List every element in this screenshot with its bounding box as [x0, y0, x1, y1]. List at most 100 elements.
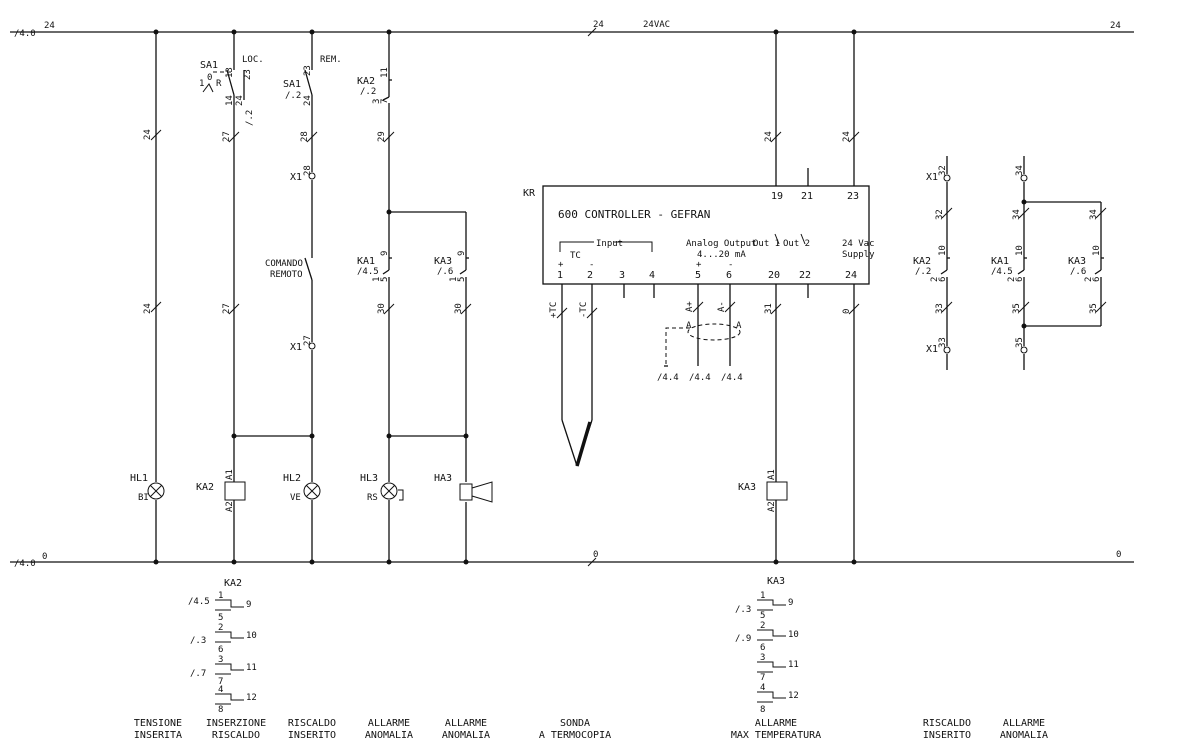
- coil-a2: A2: [767, 501, 777, 512]
- lamp-color: VE: [290, 493, 301, 503]
- terminal: 7: [380, 99, 390, 104]
- lamp-icon: [380, 482, 398, 500]
- thermocouple-probe-icon: [575, 421, 592, 467]
- footer-label: INSERITO: [923, 730, 971, 741]
- row-no: 10: [246, 631, 257, 641]
- row-com: 6: [218, 645, 223, 655]
- wire-label: 30: [454, 303, 464, 314]
- lamp-tag: HL1: [130, 473, 148, 484]
- relay-coil-icon: [224, 481, 246, 501]
- terminal: 3: [372, 99, 382, 104]
- terminal-24: 24: [845, 270, 857, 281]
- contact-row: /.7 3 7 11: [190, 655, 257, 687]
- polarity: +: [558, 260, 564, 270]
- cable-shield-icon: [687, 323, 741, 341]
- wire-label: 33: [935, 303, 945, 314]
- wire-label: +TC: [549, 302, 559, 318]
- coil-a1: A1: [767, 469, 777, 480]
- contact-tag: KA1: [357, 256, 375, 267]
- contact-ref: /4.5: [991, 267, 1013, 277]
- controller-title: 600 CONTROLLER - GEFRAN: [558, 208, 710, 221]
- terminal-19: 19: [771, 191, 783, 202]
- footer-label: ALLARME: [755, 718, 797, 729]
- top-rail-supply: 24VAC: [643, 20, 670, 30]
- terminal: 10: [1092, 245, 1102, 256]
- row-com: 7: [218, 677, 223, 687]
- out2-label: Out 2: [783, 239, 810, 249]
- footer-label: ALLARME: [368, 718, 410, 729]
- lamp-color: BI: [138, 493, 149, 503]
- terminal: 28: [303, 165, 313, 176]
- switch-tag: SA1: [283, 79, 301, 90]
- contact-ref: /.2: [360, 87, 376, 97]
- row-com: 8: [218, 705, 223, 715]
- top-rail-ref: /4.0: [14, 29, 36, 39]
- row-ref: /.9: [735, 634, 751, 644]
- bottom-rail-0v: /4.0 0 0 0: [10, 550, 1134, 569]
- footer-label: INSERITO: [288, 730, 336, 741]
- wire-label: -TC: [579, 302, 589, 318]
- footer-label: RISCALDO: [288, 718, 336, 729]
- terminal: 10: [1015, 245, 1025, 256]
- row-ref: /4.5: [188, 597, 210, 607]
- row-ref: /.7: [190, 669, 206, 679]
- switch-pos2: R: [216, 79, 222, 89]
- contact-row: /.3 1 5 9: [735, 591, 793, 621]
- wire-label: 29: [377, 131, 387, 142]
- contact-tag: KA3: [434, 256, 452, 267]
- contact-tag: KA1: [991, 256, 1009, 267]
- switch-ref: REM.: [320, 55, 342, 65]
- terminal-block: X1: [290, 342, 302, 353]
- contact-ref: /.6: [437, 267, 453, 277]
- wire-label: 0: [842, 309, 852, 314]
- wire-label: 24: [143, 303, 153, 314]
- ka2-contact-table: KA2 /4.5 1 5 9 /.3 2 6 10 /.7 3 7 11 4: [188, 578, 257, 715]
- terminal-23: 23: [847, 191, 859, 202]
- top-rail-24v: /4.0 24 24 24VAC 24: [10, 20, 1134, 39]
- terminal: 24: [235, 95, 245, 106]
- switch-handle-icon: [202, 83, 214, 93]
- wire-label: 27: [222, 303, 232, 314]
- wire-label: A+: [685, 301, 695, 312]
- wire-label: 35: [1015, 337, 1025, 348]
- horn-icon: [459, 481, 493, 503]
- tc-label: TC: [570, 251, 581, 261]
- top-rail-right-num: 24: [1110, 21, 1121, 31]
- column-riscaldo-remote: X1 32 32 KA2 /.2 10 6 2 33 X1 33: [913, 156, 953, 370]
- terminal: 2: [1007, 277, 1017, 282]
- row-com: 5: [760, 611, 765, 621]
- terminal: 2: [1084, 277, 1094, 282]
- column-hl2: SA1 /.2 REM. 23 24 28 X1 28 COMANDO REMO…: [265, 29, 342, 565]
- top-rail-num: 24: [44, 21, 55, 31]
- terminal: 6: [1015, 277, 1025, 282]
- terminal: 1: [372, 277, 382, 282]
- wire-label: 35: [1012, 303, 1022, 314]
- coil-tag: KA3: [738, 482, 756, 493]
- column-ka3: KA3 A1 A2: [738, 469, 788, 512]
- terminal: 6: [938, 277, 948, 282]
- wire-label: A-: [717, 301, 727, 312]
- wire-label: 34: [1089, 209, 1099, 220]
- row-nc: 3: [760, 653, 765, 663]
- column-ka2: SA1 LOC. 0 1 R 13 14 24 23 /.2 27 27 KA2…: [196, 29, 264, 565]
- column-allarme-remote: 34 34 34 KA1 /4.5 10 6 2 KA3 /.6 10 6 2 …: [991, 156, 1107, 370]
- analog-range: 4...20 mA: [697, 250, 746, 260]
- terminal-22: 22: [799, 270, 811, 281]
- footer-label: INSERITA: [134, 730, 182, 741]
- terminal: 6: [1092, 277, 1102, 282]
- wire-label: 24: [764, 131, 774, 142]
- table-title: KA2: [224, 578, 242, 589]
- terminal: 24: [303, 95, 313, 106]
- cross-ref: /4.4: [721, 373, 743, 383]
- footer-label: RISCALDO: [923, 718, 971, 729]
- cross-ref: /4.4: [689, 373, 711, 383]
- cross-ref: /4.4: [657, 373, 679, 383]
- terminal: 14: [225, 95, 235, 106]
- column-hl1: 24 24 HL1 BI: [130, 29, 165, 565]
- row-com: 7: [760, 673, 765, 683]
- terminal: 9: [380, 251, 390, 256]
- relay-coil-icon: [766, 481, 788, 501]
- terminal-6: 6: [726, 270, 732, 281]
- bottom-rail-right-num: 0: [1116, 550, 1121, 560]
